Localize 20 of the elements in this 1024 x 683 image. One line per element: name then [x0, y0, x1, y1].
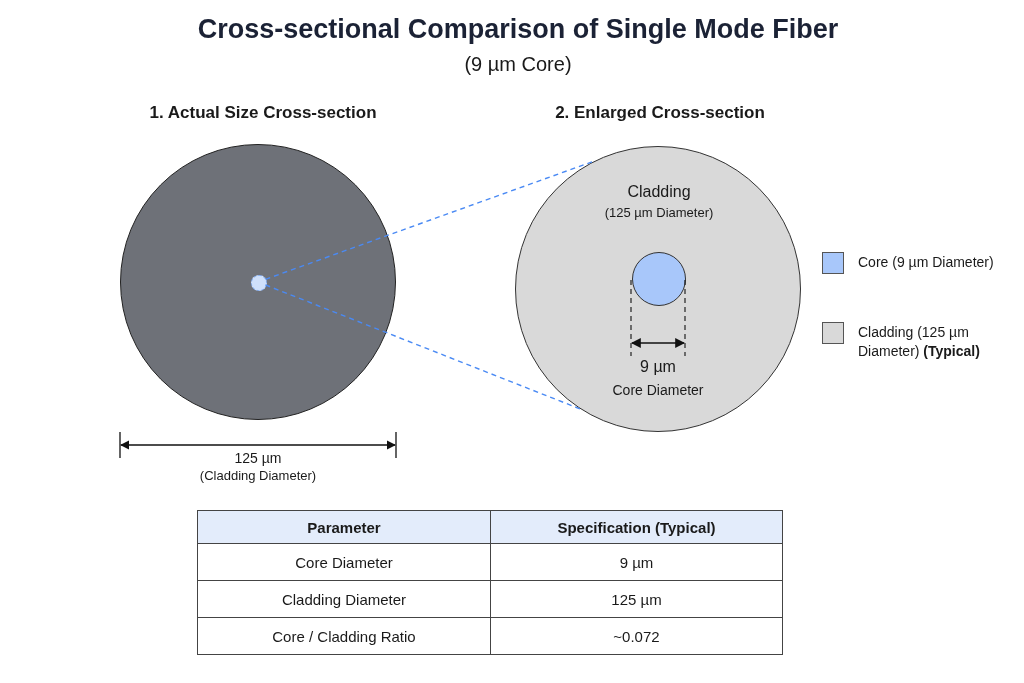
- section-heading: 2. Enlarged Cross-section: [555, 103, 765, 123]
- dimension-label: (Cladding Diameter): [199, 469, 317, 484]
- subtitle: (9 µm Core): [464, 53, 572, 76]
- node-title: Cladding: [627, 183, 691, 202]
- legend-text: Core (9 µm Diameter): [858, 253, 995, 272]
- table-header: Parameter: [197, 510, 491, 544]
- node-subtitle: (125 µm Diameter): [604, 206, 714, 221]
- zoom-guide-line: [264, 284, 581, 410]
- legend-text: Cladding (125 µm Diameter) (Typical): [858, 323, 981, 361]
- core-circle: [632, 252, 686, 306]
- dimension-label: 125 µm: [234, 450, 282, 467]
- table-header: Specification (Typical): [490, 510, 783, 544]
- dimension-label: 9 µm: [640, 358, 676, 377]
- zoom-guide-line: [264, 160, 595, 280]
- core-dot: [251, 275, 267, 291]
- table-cell: Core / Cladding Ratio: [197, 617, 491, 655]
- section-heading: 1. Actual Size Cross-section: [149, 103, 377, 123]
- dimension-label: Core Diameter: [612, 382, 704, 399]
- table-cell: ~0.072: [490, 617, 783, 655]
- diagram-title: Cross-sectional Comparison of Single Mode Fiber: [197, 14, 839, 46]
